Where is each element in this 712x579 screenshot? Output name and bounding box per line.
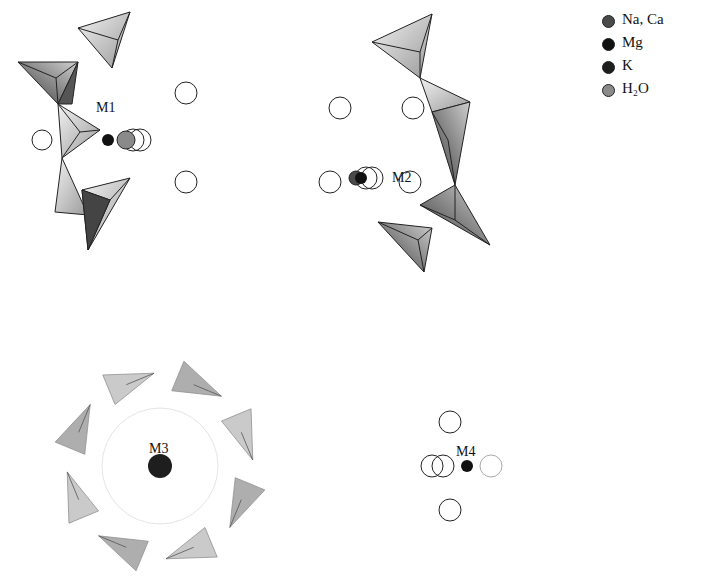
k-atom [148,454,172,478]
m4-oxygen-circles [421,411,461,521]
legend-text: Mg [622,35,643,50]
legend-swatch [602,38,615,51]
site-label: M3 [149,442,168,456]
m2-tetrahedra [372,14,490,272]
m2-oxygen-circles [319,97,424,193]
site-label: M4 [456,445,475,459]
mg-atom [461,460,473,472]
legend-text: H₂O [622,81,649,96]
m3-tetrahedra-ring [55,361,265,571]
mg-atom [102,134,114,146]
legend-swatch [602,15,615,28]
mg-atom [355,172,367,184]
site-label: M1 [96,101,115,115]
m1-tetrahedra [18,12,130,250]
m1-oxygen-circles [32,82,197,193]
site-label: M2 [392,171,411,185]
faint-oxygen-circle [480,455,502,477]
legend-text: Na, Ca [622,12,664,27]
legend-text: K [622,58,633,73]
water-molecule [117,131,135,149]
legend-swatch [602,61,615,74]
legend-swatch [602,84,615,97]
